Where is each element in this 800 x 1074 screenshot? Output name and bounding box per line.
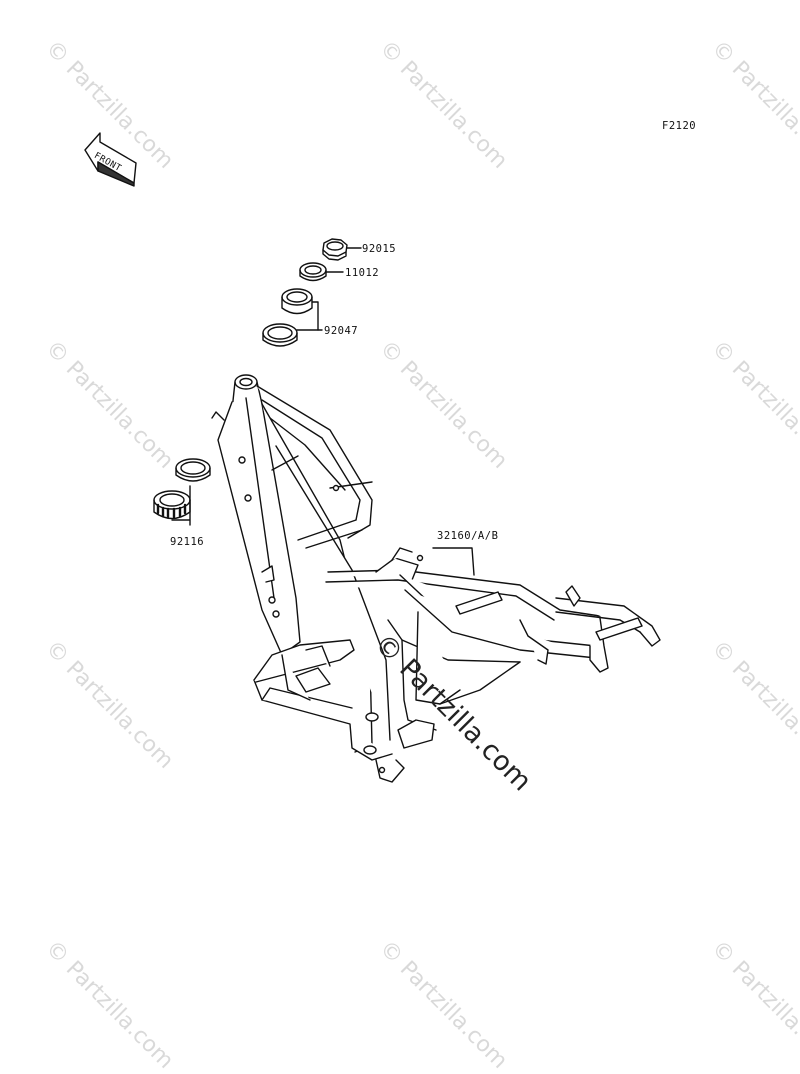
bearing-92047-upper-icon xyxy=(281,288,313,315)
nut-92015-icon xyxy=(322,238,348,261)
front-arrow-icon xyxy=(84,132,137,187)
frame-drawing xyxy=(84,132,661,783)
part-label-92047[interactable]: 92047 xyxy=(324,325,359,337)
diagram-code: F2120 xyxy=(662,120,697,132)
motorcycle-frame xyxy=(211,374,661,783)
bearing-92116-icon xyxy=(153,490,191,520)
race-92047-lower-icon xyxy=(262,323,298,347)
parts-diagram: © Partzilla.com © Partzilla.com © Partzi… xyxy=(40,36,800,1074)
part-label-92116[interactable]: 92116 xyxy=(170,536,205,548)
part-label-32160[interactable]: 32160/A/B xyxy=(437,530,499,542)
part-label-92015[interactable]: 92015 xyxy=(362,243,397,255)
seal-11012-icon xyxy=(299,262,327,282)
part-label-11012[interactable]: 11012 xyxy=(345,267,380,279)
race-92116-icon xyxy=(175,458,211,482)
